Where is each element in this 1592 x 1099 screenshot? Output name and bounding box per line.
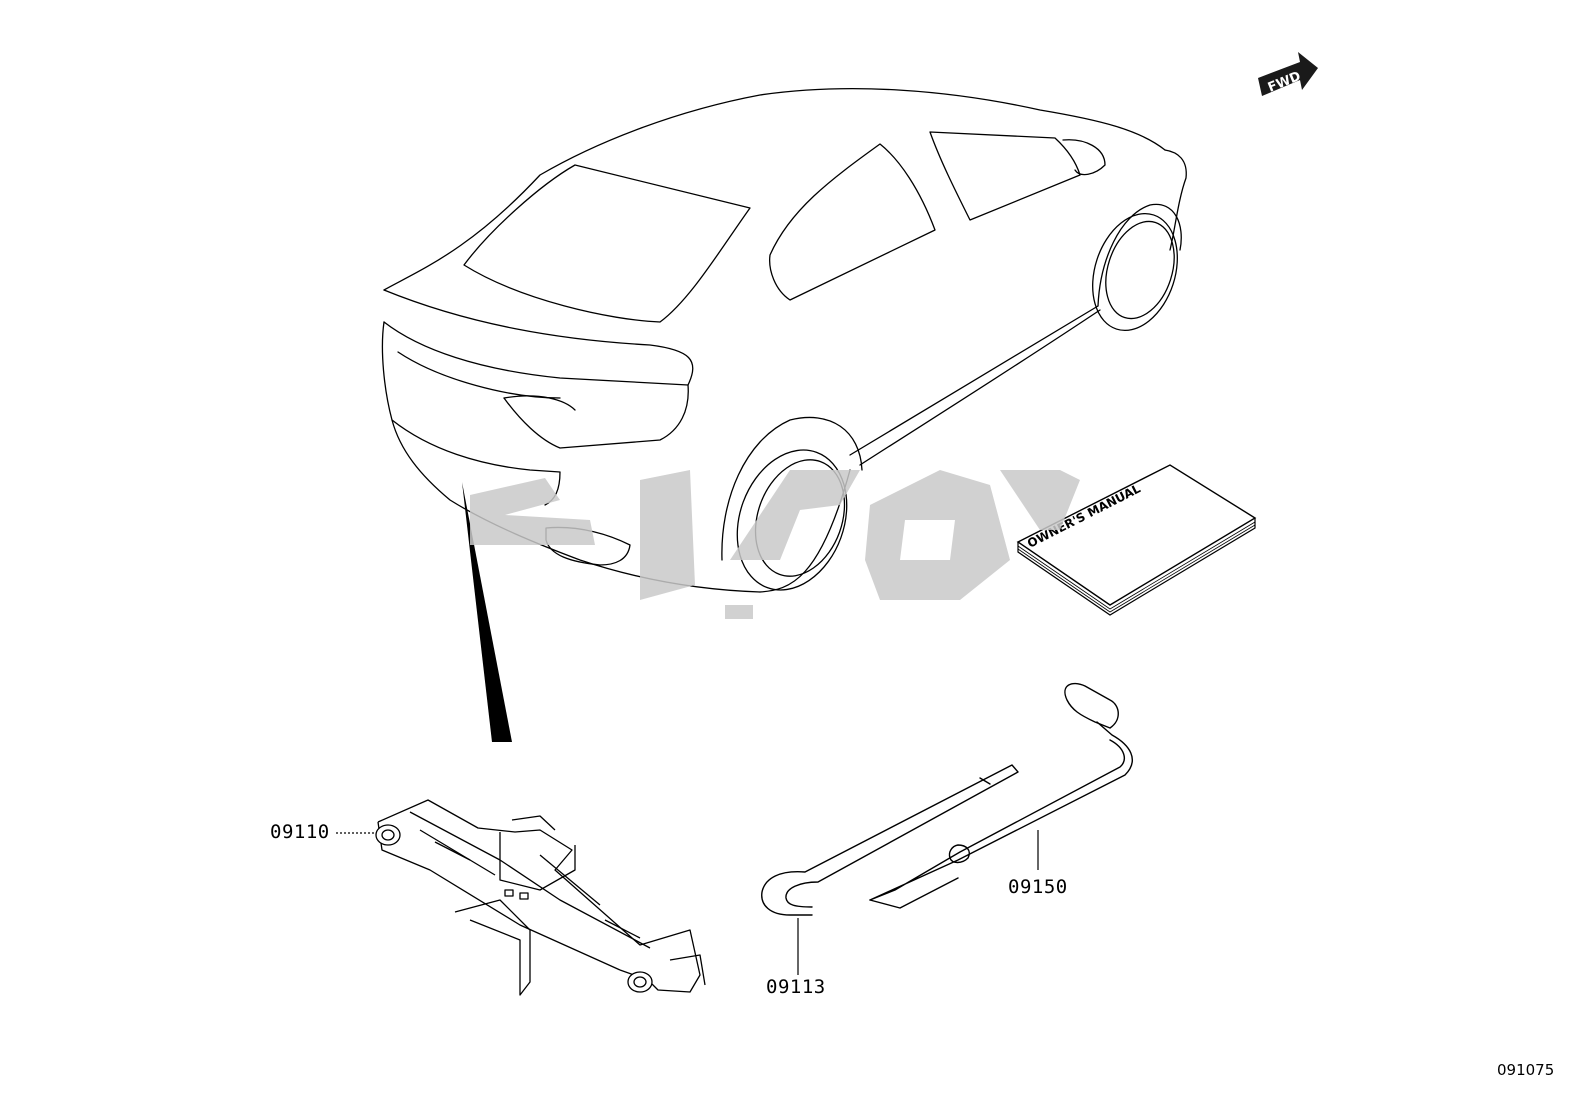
callout-09110: 09110 — [270, 821, 330, 843]
watermark — [470, 470, 1080, 619]
figure-reference-code: 091075 — [1497, 1061, 1555, 1079]
fwd-badge: FWD — [1258, 52, 1318, 96]
scissor-jack — [375, 799, 706, 996]
callout-09113: 09113 — [766, 976, 826, 998]
lug-wrench — [869, 682, 1133, 909]
car-illustration — [381, 88, 1187, 593]
callout-09150: 09150 — [1008, 876, 1068, 898]
leader-wedge — [462, 482, 512, 742]
jack-handle — [761, 764, 1019, 916]
callout-leaders — [336, 830, 1039, 975]
